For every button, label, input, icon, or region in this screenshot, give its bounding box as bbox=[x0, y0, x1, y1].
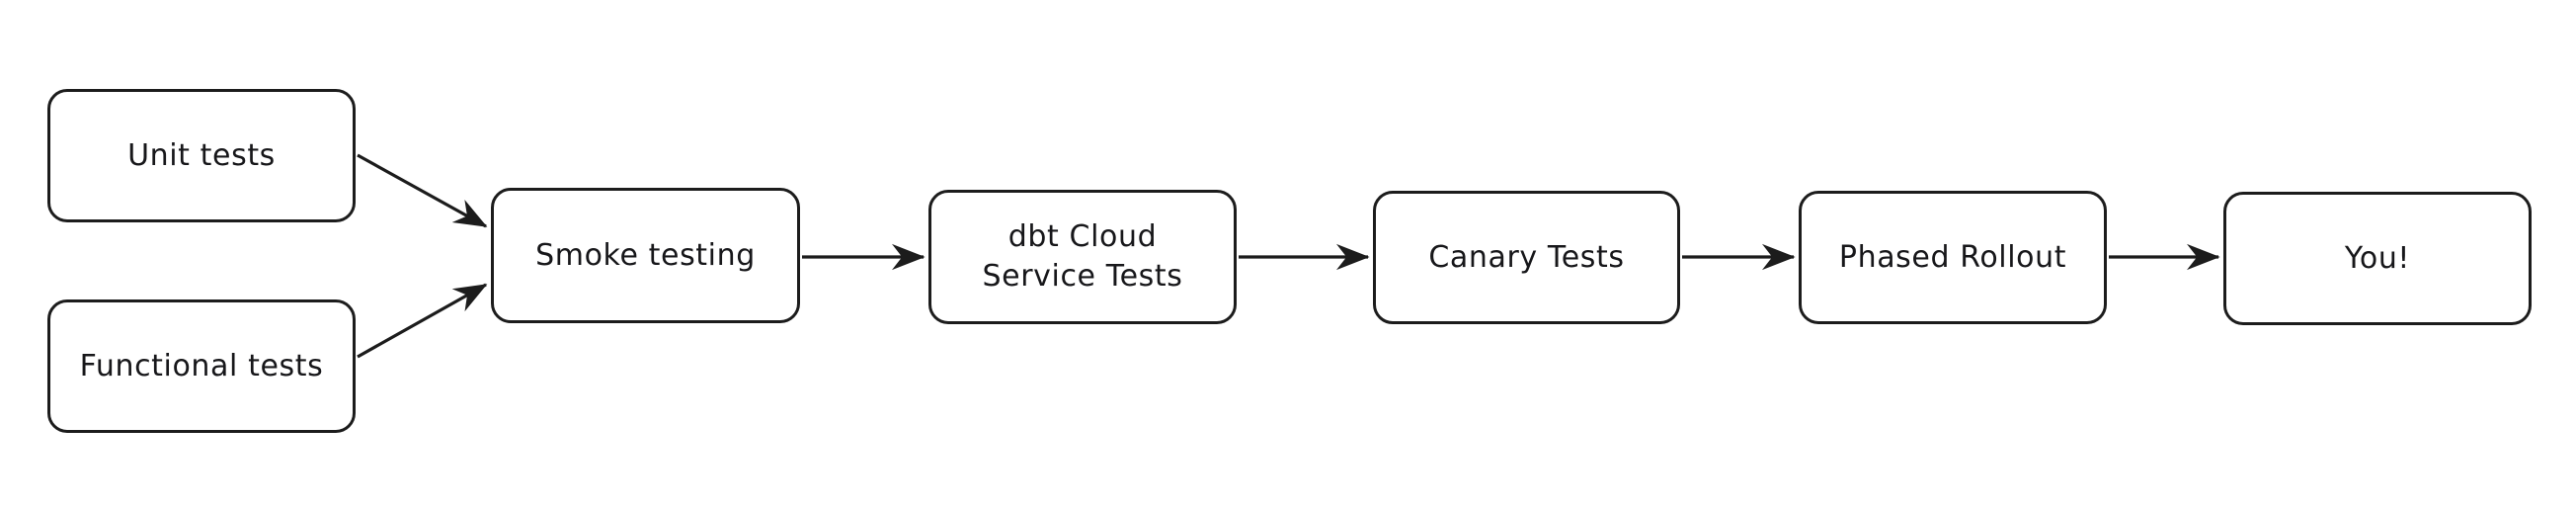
node-smoke-testing[interactable]: Smoke testing bbox=[491, 188, 800, 323]
edge-functional-to-smoke bbox=[357, 283, 488, 359]
node-label-unit-tests: Unit tests bbox=[127, 137, 276, 173]
node-label-you: You! bbox=[2344, 240, 2411, 276]
node-you[interactable]: You! bbox=[2223, 192, 2532, 325]
node-phased-rollout[interactable]: Phased Rollout bbox=[1799, 191, 2107, 324]
node-label-phased-rollout: Phased Rollout bbox=[1838, 239, 2067, 275]
node-canary-tests[interactable]: Canary Tests bbox=[1373, 191, 1680, 324]
node-label-smoke-testing: Smoke testing bbox=[535, 237, 756, 273]
edge-unit-to-smoke bbox=[357, 153, 488, 228]
node-dbt-cloud-service-tests[interactable]: dbt Cloud Service Tests bbox=[928, 190, 1237, 324]
node-unit-tests[interactable]: Unit tests bbox=[47, 89, 356, 222]
node-label-dbt-cloud-service-tests: dbt Cloud Service Tests bbox=[982, 219, 1183, 294]
node-functional-tests[interactable]: Functional tests bbox=[47, 299, 356, 433]
node-label-functional-tests: Functional tests bbox=[79, 348, 324, 383]
node-label-canary-tests: Canary Tests bbox=[1428, 239, 1625, 275]
